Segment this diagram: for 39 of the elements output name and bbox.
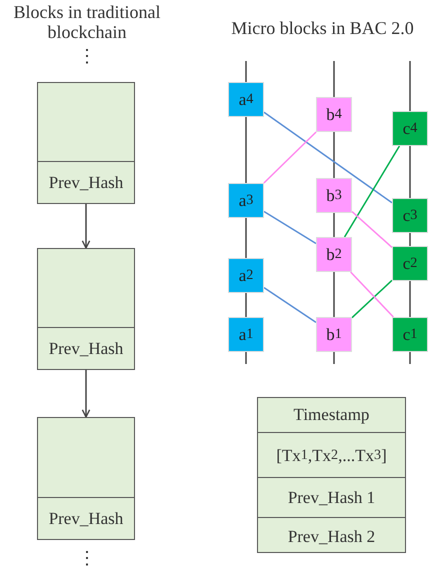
table-row: Prev_Hash 2: [258, 517, 405, 555]
hash-row: Prev_Hash: [38, 497, 134, 539]
timeline-line: [409, 61, 411, 111]
hash-row: Prev_Hash: [38, 327, 134, 369]
timeline-line: [409, 233, 411, 246]
heading: Micro blocks in BAC 2.0: [230, 18, 415, 38]
link-line: [352, 211, 392, 248]
block-structure-table: [257, 397, 406, 553]
arrow: [82, 370, 90, 418]
timeline-line: [333, 61, 335, 97]
timeline-line: [409, 146, 411, 198]
timeline-line: [245, 61, 247, 82]
timeline-line: [245, 218, 247, 258]
timeline-line: [245, 352, 247, 364]
link-line: [344, 146, 400, 238]
block-box: [37, 417, 135, 540]
timeline-line: [333, 352, 335, 364]
link-line: [351, 280, 393, 318]
timeline-line: [333, 272, 335, 317]
arrow: [82, 204, 90, 249]
table-row-text: Timestamp: [292, 404, 370, 426]
timeline-line: [333, 213, 335, 237]
link-line: [264, 112, 392, 204]
hash-row: Prev_Hash: [38, 161, 134, 203]
link-line: [263, 131, 317, 184]
link-line: [264, 210, 316, 244]
timeline-line: [409, 281, 411, 317]
link-line: [350, 271, 394, 318]
timeline-line: [245, 117, 247, 183]
heading: Blocks in traditional blockchain: [12, 2, 162, 42]
timeline-line: [333, 132, 335, 178]
block-box: [37, 248, 135, 370]
block-box: [37, 82, 135, 204]
timeline-line: [409, 352, 411, 364]
table-row: Prev_Hash 1: [258, 477, 405, 518]
timeline-line: [245, 293, 247, 317]
link-line: [264, 286, 316, 324]
ellipsis-mark: ⋮: [77, 46, 97, 66]
ellipsis-mark: ⋮: [77, 548, 97, 568]
